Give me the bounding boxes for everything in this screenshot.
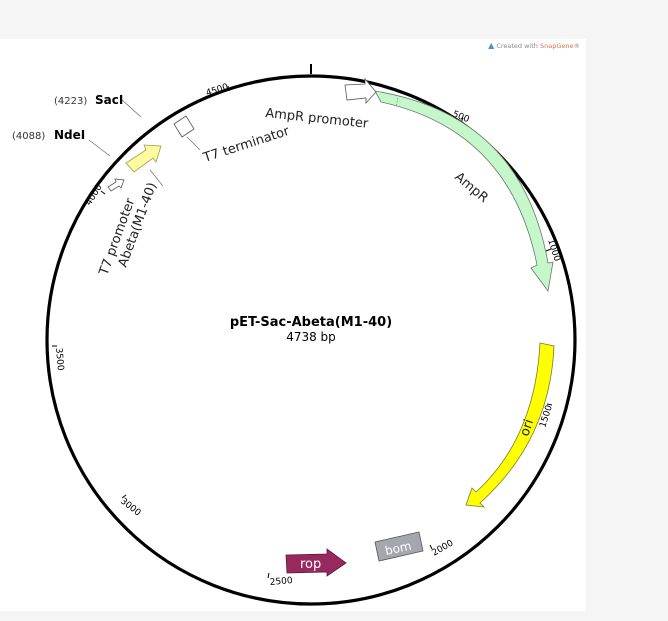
ndei-leader bbox=[88, 139, 111, 157]
ori-label: ori bbox=[518, 418, 537, 439]
tick-1500 bbox=[546, 403, 553, 406]
ampr-feature[interactable] bbox=[374, 90, 554, 292]
ndei-position: (4088) bbox=[12, 131, 45, 142]
ampr-start-mark bbox=[395, 97, 399, 107]
tick-4000 bbox=[100, 190, 106, 195]
tick-label-2000: 2000 bbox=[431, 538, 456, 558]
tick-label-4000: 4000 bbox=[84, 183, 105, 208]
rop-feature[interactable] bbox=[285, 548, 347, 577]
snapgene-logo-icon: ▲ bbox=[488, 41, 495, 50]
t7-terminator-leader bbox=[186, 136, 201, 151]
t7-terminator-label: T7 terminator bbox=[201, 124, 292, 166]
bom-label: bom bbox=[384, 539, 413, 558]
credit-mark: ® bbox=[573, 42, 581, 50]
tick-1000 bbox=[545, 248, 552, 252]
ampr-label: AmpR bbox=[451, 170, 490, 206]
ndei-name[interactable]: NdeI bbox=[54, 128, 85, 142]
rop-label: rop bbox=[300, 557, 321, 572]
credit-prefix: Created with bbox=[496, 42, 540, 50]
tick-label-3000: 3000 bbox=[118, 496, 142, 518]
backbone-circle bbox=[45, 74, 577, 606]
tick-label-4500: 4500 bbox=[205, 82, 230, 99]
tick-marks bbox=[52, 85, 553, 579]
tick-label-2500: 2500 bbox=[269, 576, 293, 588]
ori-feature[interactable] bbox=[465, 342, 555, 508]
tick-3000 bbox=[121, 494, 127, 499]
plasmid-length: 4738 bp bbox=[286, 330, 336, 344]
credit-brand: SnapGene bbox=[539, 42, 574, 50]
ampr-promoter-feature[interactable] bbox=[344, 77, 377, 105]
tick-2500 bbox=[267, 572, 270, 579]
t7-promoter-feature[interactable] bbox=[107, 178, 125, 192]
abeta-leader bbox=[149, 169, 164, 187]
bom-feature[interactable] bbox=[374, 531, 424, 562]
saci-leader bbox=[120, 98, 142, 118]
map-panel: ▲ Created with SnapGene® bbox=[0, 39, 586, 611]
saci-name[interactable]: SacI bbox=[95, 93, 123, 107]
tick-label-3500: 3500 bbox=[53, 347, 65, 371]
tick-2000 bbox=[429, 544, 433, 550]
plasmid-name: pET-Sac-Abeta(M1-40) bbox=[230, 315, 392, 330]
t7-terminator-feature[interactable] bbox=[173, 115, 195, 138]
abeta-feature[interactable] bbox=[125, 144, 162, 173]
snapgene-credit: ▲ Created with SnapGene® bbox=[488, 41, 580, 50]
saci-position: (4223) bbox=[54, 96, 87, 107]
tick-4500 bbox=[227, 85, 230, 92]
